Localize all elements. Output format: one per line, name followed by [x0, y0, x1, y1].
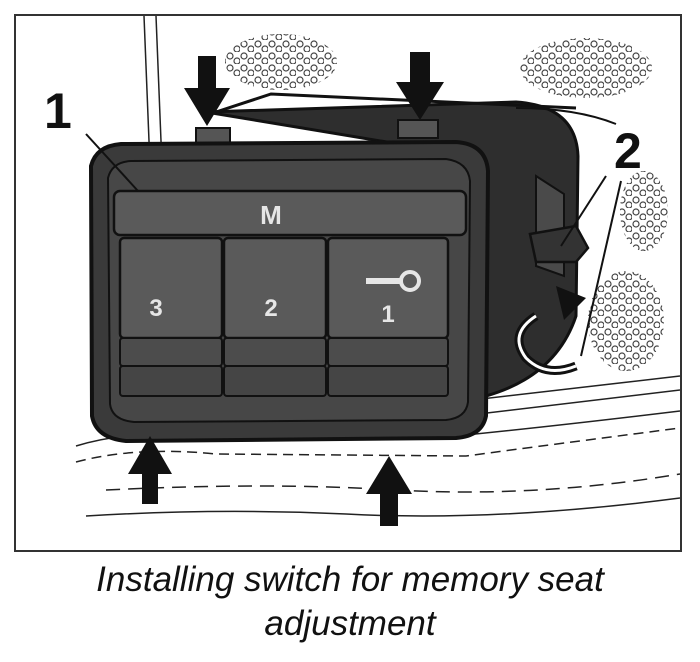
preset-button-3-label: 3 — [149, 295, 162, 322]
preset-button-1-label: 1 — [381, 301, 394, 328]
preset-button-3: 3 — [120, 238, 222, 396]
preset-button-2: 2 — [224, 238, 326, 396]
memory-button: M — [114, 191, 466, 235]
caption-line-2: adjustment — [0, 602, 700, 646]
caption-line-1: Installing switch for memory seat — [0, 558, 700, 602]
memory-button-label: M — [260, 200, 282, 230]
illustration-frame: M 3 2 1 — [14, 14, 682, 552]
preset-button-1: 1 — [328, 238, 448, 396]
switch-installation-illustration: M 3 2 1 — [16, 16, 680, 550]
callout-1: 1 — [44, 83, 72, 139]
preset-button-2-label: 2 — [264, 295, 277, 322]
callout-2: 2 — [614, 123, 642, 179]
figure-caption: Installing switch for memory seat adjust… — [0, 558, 700, 646]
